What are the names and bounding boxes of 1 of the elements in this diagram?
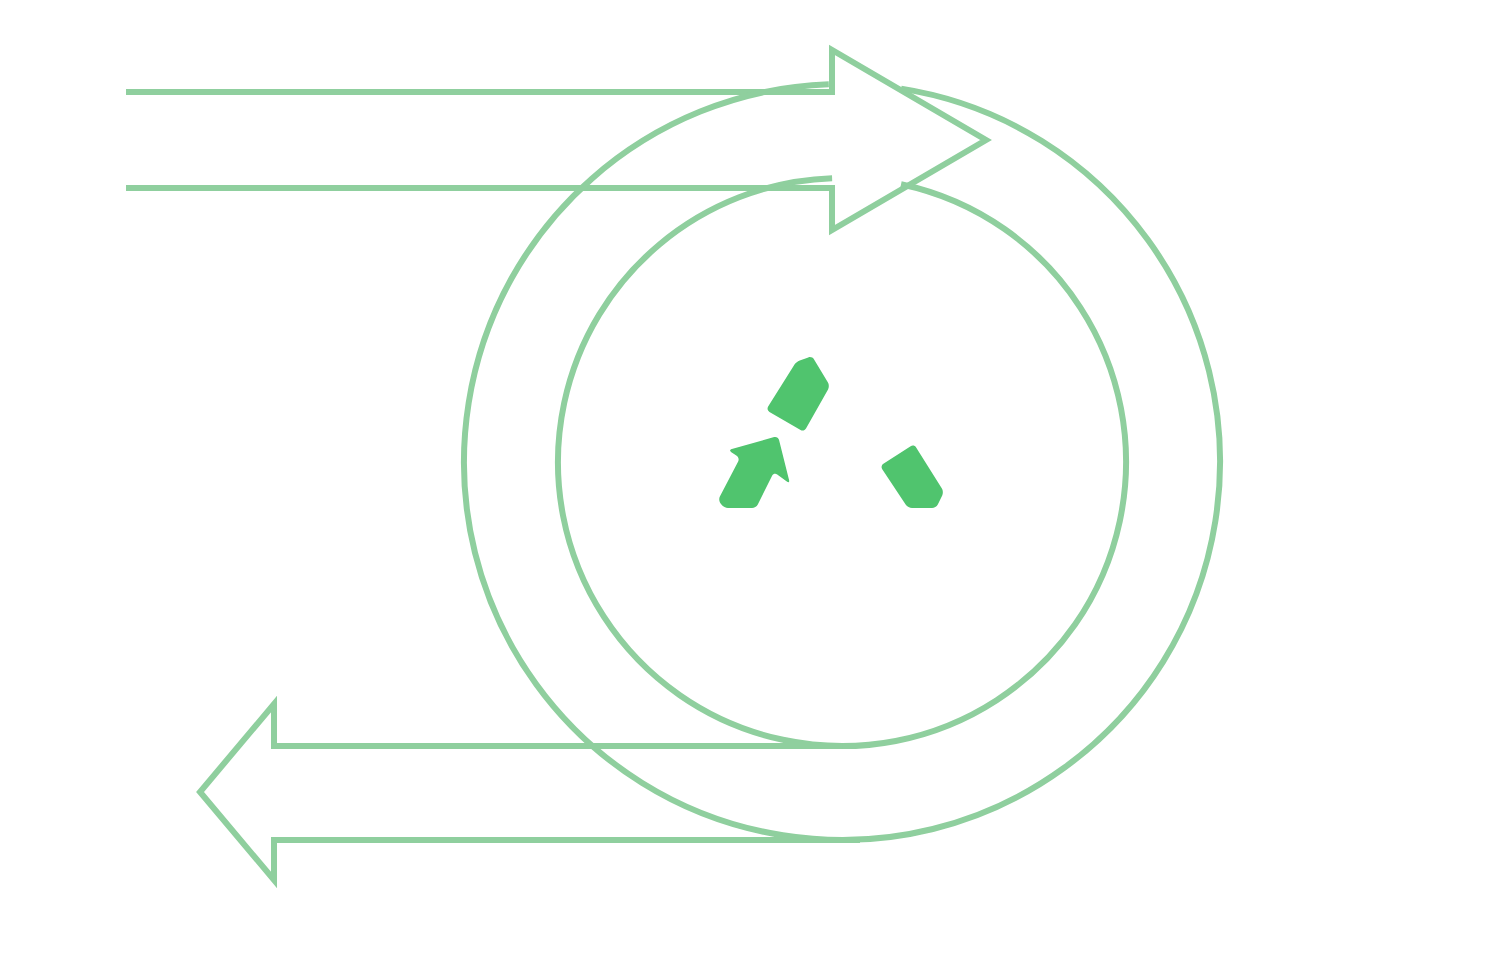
recycling-ring (461, 81, 1223, 843)
